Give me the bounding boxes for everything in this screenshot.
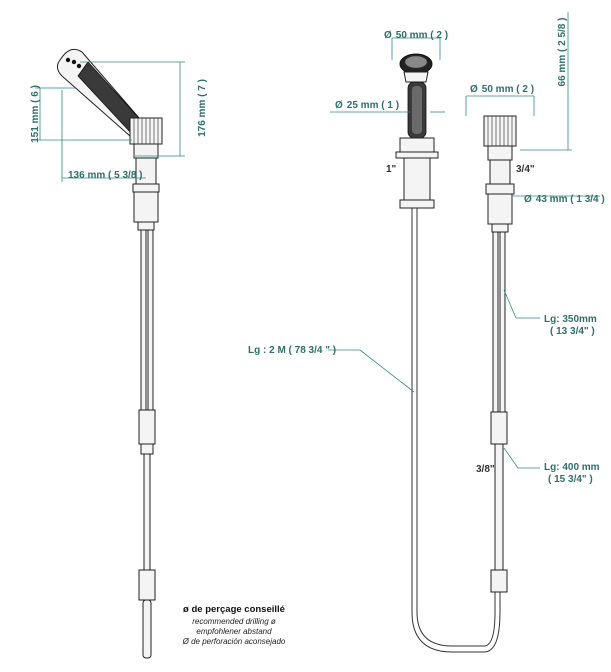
note-line-de: empfohlener abstand (196, 627, 272, 636)
shower-handle (407, 81, 427, 139)
valve-hoses (490, 231, 508, 593)
valve-cap (483, 115, 517, 233)
thread-small-label: 3/8" (476, 464, 495, 475)
drilling-note: ø de perçage conseillé recommended drill… (182, 604, 286, 646)
shower-dimension-lines (328, 37, 445, 393)
dim-hose-length: Lg : 2 M ( 78 3/4 " ) (248, 345, 336, 356)
dim-left-reach: 136 mm ( 5 3/8 ) (68, 170, 142, 181)
dim-valve-height: 66 mm ( 2 5/8 ) (557, 18, 568, 87)
dim-left-height-short: 151 mm ( 6 ) (30, 85, 41, 143)
mixer-cap (129, 117, 163, 231)
thread-valve-label: 3/4" (516, 164, 535, 175)
dim-left-height-tall: 176 mm ( 7 ) (197, 79, 208, 137)
dim-hose-350-line1: Lg: 350mm (544, 314, 597, 325)
shower-holder (395, 137, 439, 209)
thread-hand-label: 1" (386, 164, 397, 175)
shower-head (399, 53, 433, 83)
valve-dimension-lines (465, 12, 600, 469)
left-supply-hoses (138, 229, 156, 659)
left-mixer-assembly: 151 mm ( 6 ) 176 mm ( 7 ) 136 mm ( 5 3/8… (30, 48, 208, 659)
dim-hose-350-line2: ( 13 3/4" ) (550, 326, 595, 337)
lever-handle (56, 48, 147, 137)
left-dimension-lines (35, 61, 185, 182)
dim-hose-400-line2: ( 15 3/4" ) (548, 474, 593, 485)
note-title: ø de perçage conseillé (183, 604, 285, 615)
note-line-es: Ø de perforación aconsejado (182, 637, 286, 646)
note-line-en: recommended drilling ø (192, 617, 276, 626)
dim-hose-400-line1: Lg: 400 mm (544, 462, 600, 473)
